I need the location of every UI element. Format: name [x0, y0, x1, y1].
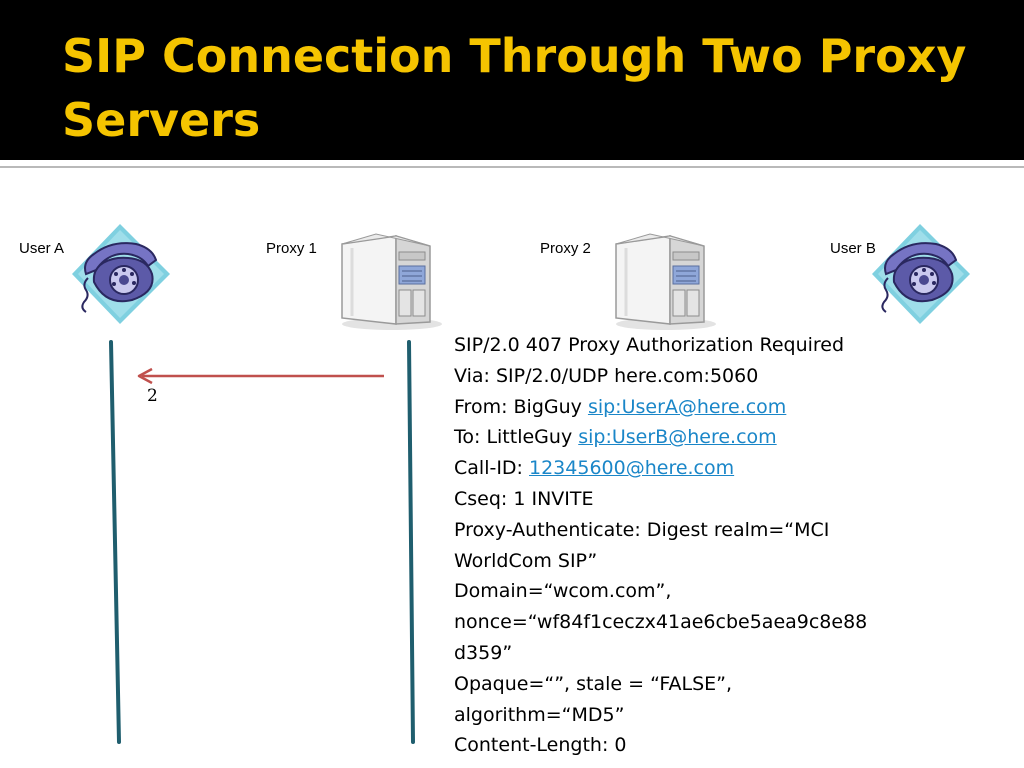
- sip-message-line: Via: SIP/2.0/UDP here.com:5060: [454, 361, 914, 392]
- title-bar: SIP Connection Through Two Proxy Servers: [0, 0, 1024, 160]
- sip-message-line: From: BigGuy sip:UserA@here.com: [454, 392, 914, 423]
- sip-message-line: Domain=“wcom.com”,: [454, 576, 914, 607]
- actor-label-proxy-2: Proxy 2: [540, 240, 591, 257]
- server-icon: [615, 233, 716, 330]
- sip-message-line-text: To: LittleGuy: [454, 426, 579, 449]
- sip-message-line: Cseq: 1 INVITE: [454, 484, 914, 515]
- sip-uri-link[interactable]: sip:UserA@here.com: [587, 395, 787, 418]
- sip-message-text: SIP/2.0 407 Proxy Authorization Required…: [454, 330, 914, 761]
- telephone-icon: [872, 224, 970, 324]
- sip-message-line: Opaque=“”, stale = “FALSE”,: [454, 669, 914, 700]
- lifeline-user-a: [109, 340, 121, 744]
- sip-message-line-text: Domain=“wcom.com”,: [454, 580, 672, 603]
- slide-title: SIP Connection Through Two Proxy Servers: [62, 29, 967, 147]
- sip-message-line-text: Call-ID:: [454, 457, 529, 480]
- sip-message-line: d359”: [454, 638, 914, 669]
- actor-label-user-b: User B: [830, 240, 876, 257]
- sip-uri-link[interactable]: sip:UserB@here.com: [578, 426, 777, 449]
- sip-message-line: To: LittleGuy sip:UserB@here.com: [454, 422, 914, 453]
- sip-message-line-text: Cseq: 1 INVITE: [454, 487, 594, 510]
- sip-message-line: Proxy-Authenticate: Digest realm=“MCI: [454, 515, 914, 546]
- sip-message-line-text: Via: SIP/2.0/UDP here.com:5060: [454, 364, 759, 387]
- sip-message-line: algorithm=“MD5”: [454, 700, 914, 731]
- sip-message-line-text: Opaque=“”, stale = “FALSE”,: [454, 672, 733, 695]
- sip-message-line-text: WorldCom SIP”: [454, 549, 598, 572]
- lifeline-proxy-1: [407, 340, 415, 744]
- message-step-number: 2: [147, 386, 158, 406]
- telephone-icon: [72, 224, 170, 324]
- message-arrow: [137, 367, 384, 385]
- actor-label-user-a: User A: [19, 240, 65, 257]
- sip-message-line-text: d359”: [454, 641, 513, 664]
- sip-message-line-text: algorithm=“MD5”: [454, 703, 625, 726]
- sip-message-line-text: Proxy-Authenticate: Digest realm=“MCI: [454, 518, 830, 541]
- sip-message-line: nonce=“wf84f1ceczx41ae6cbe5aea9c8e88: [454, 607, 914, 638]
- sip-uri-link[interactable]: 12345600@here.com: [529, 457, 735, 480]
- sip-message-line: SIP/2.0 407 Proxy Authorization Required: [454, 330, 914, 361]
- actor-label-proxy-1: Proxy 1: [266, 240, 317, 257]
- sip-message-line-text: From: BigGuy: [454, 395, 588, 418]
- sip-message-line-text: SIP/2.0 407 Proxy Authorization Required: [454, 334, 845, 356]
- title-divider: [0, 166, 1024, 168]
- sip-message-line-text: Content-Length: 0: [454, 734, 627, 757]
- sip-message-line: Content-Length: 0: [454, 730, 914, 761]
- server-icon: [341, 233, 442, 330]
- sip-message-line-text: nonce=“wf84f1ceczx41ae6cbe5aea9c8e88: [454, 611, 868, 634]
- sip-message-line: Call-ID: 12345600@here.com: [454, 453, 914, 484]
- sip-message-line: WorldCom SIP”: [454, 546, 914, 577]
